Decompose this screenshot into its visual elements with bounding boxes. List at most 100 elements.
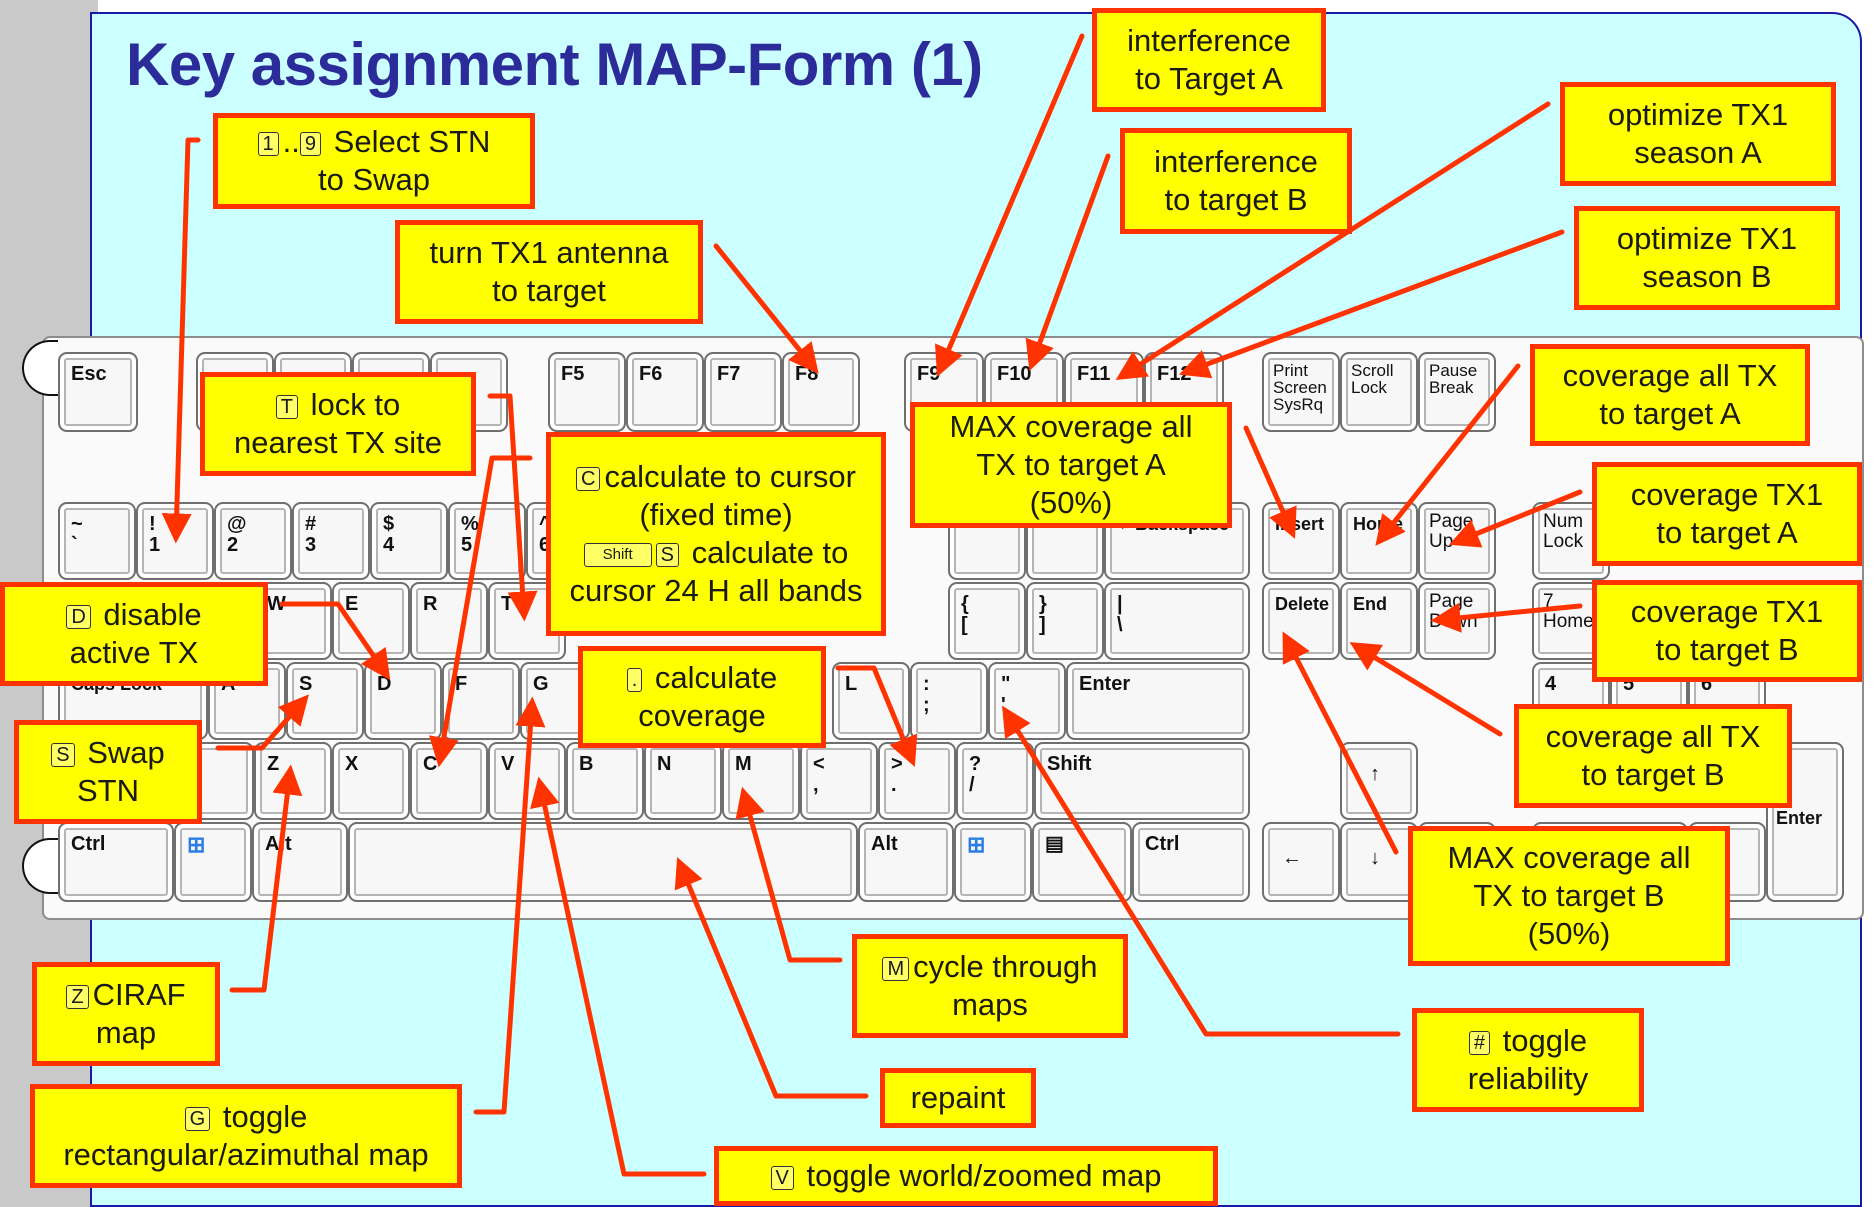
key-home: Home bbox=[1340, 502, 1418, 580]
key-z: Z bbox=[254, 742, 332, 820]
key-backslash: | \ bbox=[1104, 582, 1250, 660]
callout-text: calculate bbox=[654, 660, 778, 695]
callout-text: to target B bbox=[1655, 632, 1799, 667]
key-label: 5 bbox=[1623, 673, 1635, 695]
key-label: Alt bbox=[871, 833, 898, 855]
callout-repaint: repaint bbox=[880, 1068, 1036, 1128]
key-f: F bbox=[442, 662, 520, 740]
key-label: Enter bbox=[1776, 808, 1823, 828]
callout-calc-coverage: . calculate coverage bbox=[578, 646, 826, 748]
callout-turn-tx1: turn TX1 antenna to target bbox=[395, 220, 703, 324]
key-semicolon: : ; bbox=[910, 662, 988, 740]
key-scroll-lock: Scroll Lock bbox=[1340, 352, 1418, 432]
key-label: { [ bbox=[961, 593, 969, 636]
key-label: Page Down bbox=[1429, 591, 1478, 632]
key-label: Z bbox=[267, 753, 280, 775]
callout-text: coverage all TX bbox=[1562, 358, 1778, 393]
callout-text: Select STN bbox=[333, 124, 491, 159]
key-label: B bbox=[579, 753, 594, 775]
key-label: T bbox=[501, 593, 514, 615]
key-label: ^ 6 bbox=[539, 513, 551, 556]
key-label: Page Up bbox=[1429, 511, 1474, 552]
callout-text: coverage bbox=[638, 698, 766, 733]
callout-coverage-tx1-a: coverage TX1 to target A bbox=[1592, 462, 1862, 566]
key-win-left: ⊞ bbox=[174, 822, 252, 902]
key-chip: 1 bbox=[257, 131, 279, 156]
key-f5: F5 bbox=[548, 352, 626, 432]
callout-text: map bbox=[95, 1015, 157, 1050]
key-3: # 3 bbox=[292, 502, 370, 580]
callout-toggle-world: V toggle world/zoomed map bbox=[714, 1146, 1218, 1206]
callout-text: to Swap bbox=[317, 162, 430, 197]
key-f6: F6 bbox=[626, 352, 704, 432]
key-page-down: Page Down bbox=[1418, 582, 1496, 660]
key-menu: ▤ bbox=[1032, 822, 1132, 902]
key-chip: Z bbox=[66, 984, 89, 1009]
key-label: F6 bbox=[639, 363, 663, 385]
page-title: Key assignment MAP-Form (1) bbox=[126, 31, 983, 98]
key-page-up: Page Up bbox=[1418, 502, 1496, 580]
callout-text: disable bbox=[103, 597, 202, 632]
key-s: S bbox=[286, 662, 364, 740]
key-comma: < , bbox=[800, 742, 878, 820]
key-chip: S bbox=[655, 542, 679, 567]
key-label: E bbox=[345, 593, 359, 615]
callout-text: MAX coverage all bbox=[1447, 840, 1691, 875]
key-f7: F7 bbox=[704, 352, 782, 432]
callout-text: maps bbox=[952, 987, 1028, 1022]
key-1: ! 1 bbox=[136, 502, 214, 580]
callout-select-stn: 1..9 Select STN to Swap bbox=[213, 113, 535, 209]
key-label: : ; bbox=[923, 673, 930, 716]
key-d: D bbox=[364, 662, 442, 740]
callout-text: nearest TX site bbox=[234, 425, 442, 460]
key-5: % 5 bbox=[448, 502, 526, 580]
key-label: 6 bbox=[1701, 673, 1713, 695]
callout-toggle-rectangular: G toggle rectangular/azimuthal map bbox=[30, 1084, 462, 1188]
key-alt-left: Alt bbox=[252, 822, 348, 902]
callout-text: coverage TX1 bbox=[1630, 594, 1824, 629]
callout-max-coverage-a: MAX coverage all TX to target A (50%) bbox=[910, 402, 1232, 528]
key-label: X bbox=[345, 753, 359, 775]
key-label: Pause Break bbox=[1429, 361, 1478, 397]
key-label: " ' bbox=[1001, 673, 1011, 716]
key-r: R bbox=[410, 582, 488, 660]
key-label: V bbox=[501, 753, 515, 775]
callout-text: Swap bbox=[87, 735, 165, 770]
key-2: @ 2 bbox=[214, 502, 292, 580]
key-period: > . bbox=[878, 742, 956, 820]
callout-text: to target A bbox=[1656, 515, 1798, 550]
key-chip: Shift bbox=[583, 542, 652, 567]
key-n: N bbox=[644, 742, 722, 820]
key-label: R bbox=[423, 593, 438, 615]
key-shift-right: Shift bbox=[1034, 742, 1250, 820]
key-range-separator: .. bbox=[282, 124, 300, 159]
callout-text: turn TX1 antenna bbox=[429, 235, 669, 270]
key-label: S bbox=[299, 673, 313, 695]
callout-text: toggle bbox=[222, 1099, 308, 1134]
key-label: F8 bbox=[795, 363, 819, 385]
key-label: < , bbox=[813, 753, 825, 796]
key-label: $ 4 bbox=[383, 513, 395, 556]
key-label: D bbox=[377, 673, 392, 695]
callout-text: CIRAF bbox=[92, 977, 186, 1012]
callout-text: reliability bbox=[1467, 1061, 1589, 1096]
key-chip: V bbox=[770, 1165, 794, 1190]
key-label: Enter bbox=[1079, 673, 1131, 695]
callout-text: to target bbox=[492, 273, 606, 308]
callout-text: season B bbox=[1642, 259, 1772, 294]
key-e: E bbox=[332, 582, 410, 660]
key-insert: Insert bbox=[1262, 502, 1340, 580]
key-label: @ 2 bbox=[227, 513, 247, 556]
key-label: Delete bbox=[1275, 594, 1330, 614]
callout-text: interference bbox=[1127, 23, 1291, 58]
key-chip: # bbox=[1468, 1030, 1491, 1055]
key-c: C bbox=[410, 742, 488, 820]
key-pause: Pause Break bbox=[1418, 352, 1496, 432]
key-alt-right: Alt bbox=[858, 822, 954, 902]
key-label: 4 bbox=[1545, 673, 1557, 695]
windows-icon: ⊞ bbox=[187, 832, 206, 857]
key-label: N bbox=[657, 753, 672, 775]
callout-text: lock to bbox=[310, 387, 401, 422]
callout-text: active TX bbox=[69, 635, 199, 670]
key-rbrace: } ] bbox=[1026, 582, 1104, 660]
